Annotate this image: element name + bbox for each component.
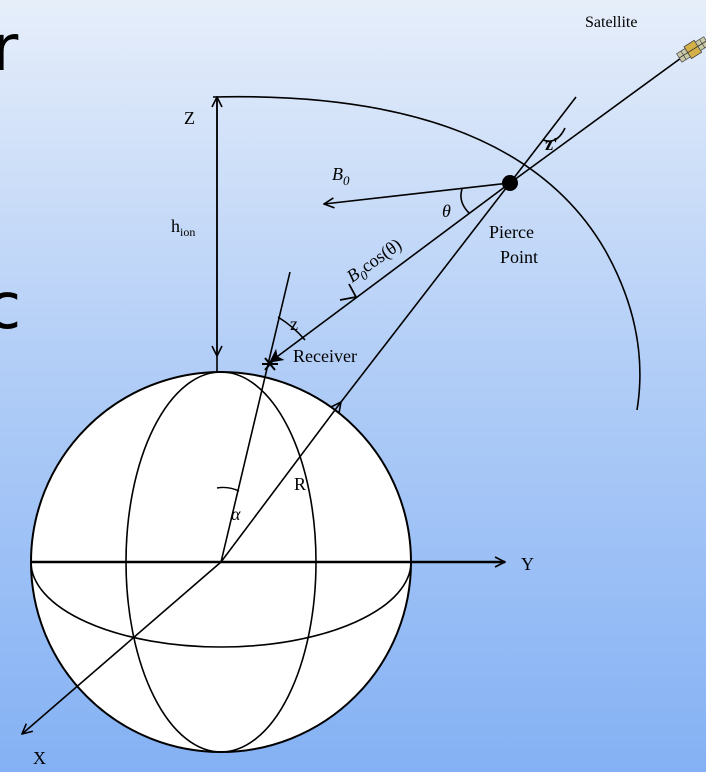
edge-glyph-top: r [0,12,19,86]
alpha-arc [216,486,240,492]
pierce-radial-line [340,182,511,403]
pierce-point-label-line2: Point [500,247,538,267]
y-axis-label: Y [521,554,534,574]
receiver-marker [262,357,278,371]
z-prime-arc [542,127,566,142]
b0cos-arrowhead [339,283,357,301]
satellite-label: Satellite [585,14,637,31]
satellite-icon [676,36,706,63]
x-axis-label: X [33,748,46,768]
x-axis-line [22,561,222,734]
b0-label: B0 [332,164,350,188]
line-of-sight [509,49,693,184]
z-angle-label: z [290,314,298,334]
theta-arc [460,188,470,214]
theta-label: θ [442,201,451,221]
b0-field-line [324,182,511,204]
equator [30,561,412,648]
line-of-sight-to-receiver [269,182,511,363]
receiver-zenith-line [220,271,291,563]
radius-line [220,402,341,563]
edge-glyph-mid: c [0,270,21,344]
receiver-label: Receiver [293,346,357,366]
pierce-point-marker [502,175,518,191]
ionosphere-shell [212,95,641,411]
z-axis-label: Z [184,108,195,128]
z-prime-label: z' [545,134,558,154]
h-ion-label: hion [171,216,195,239]
alpha-label: α [231,504,241,524]
radius-label: R [294,474,306,494]
b0cos-label: B0cos(θ) [343,234,408,289]
z-angle-arc [277,316,306,341]
pierce-point-label-line1: Pierce [489,222,534,242]
